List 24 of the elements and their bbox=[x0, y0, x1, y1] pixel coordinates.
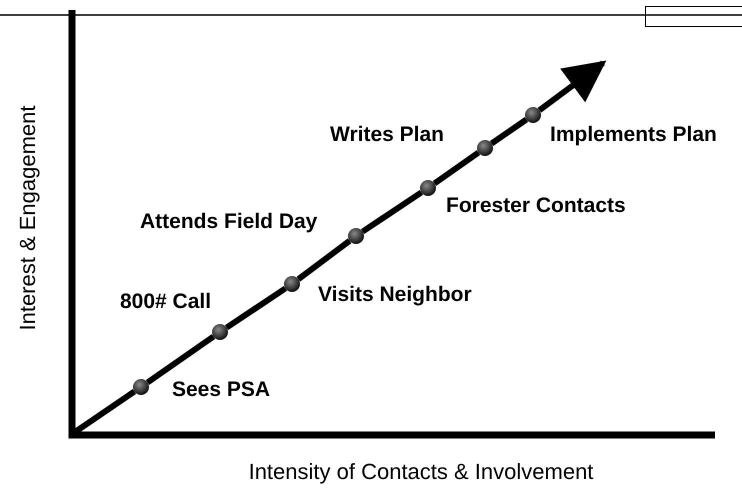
line-segment bbox=[361, 190, 423, 234]
dot bbox=[525, 107, 541, 123]
dot bbox=[133, 379, 149, 395]
step-label: Attends Field Day bbox=[140, 209, 318, 235]
line-segment bbox=[73, 389, 136, 434]
dot bbox=[284, 276, 300, 292]
line-segment bbox=[146, 334, 216, 385]
step-label: Forester Contacts bbox=[446, 193, 626, 219]
line-segment bbox=[490, 117, 528, 146]
step-label: Visits Neighbor bbox=[318, 282, 472, 308]
step-label: Implements Plan bbox=[550, 122, 717, 148]
line-segment bbox=[225, 286, 287, 330]
axis-title: Interest & Engagement bbox=[15, 105, 41, 331]
step-label: Sees PSA bbox=[172, 377, 270, 403]
dot bbox=[420, 180, 436, 196]
dot bbox=[212, 324, 228, 340]
line-segment bbox=[296, 238, 352, 282]
dot bbox=[348, 228, 364, 244]
line-segment bbox=[432, 150, 480, 186]
axis-title: Intensity of Contacts & Involvement bbox=[248, 459, 594, 485]
arrow bbox=[538, 60, 606, 113]
step-label: Writes Plan bbox=[330, 122, 444, 148]
step-label: 800# Call bbox=[120, 289, 212, 315]
dot bbox=[477, 140, 493, 156]
